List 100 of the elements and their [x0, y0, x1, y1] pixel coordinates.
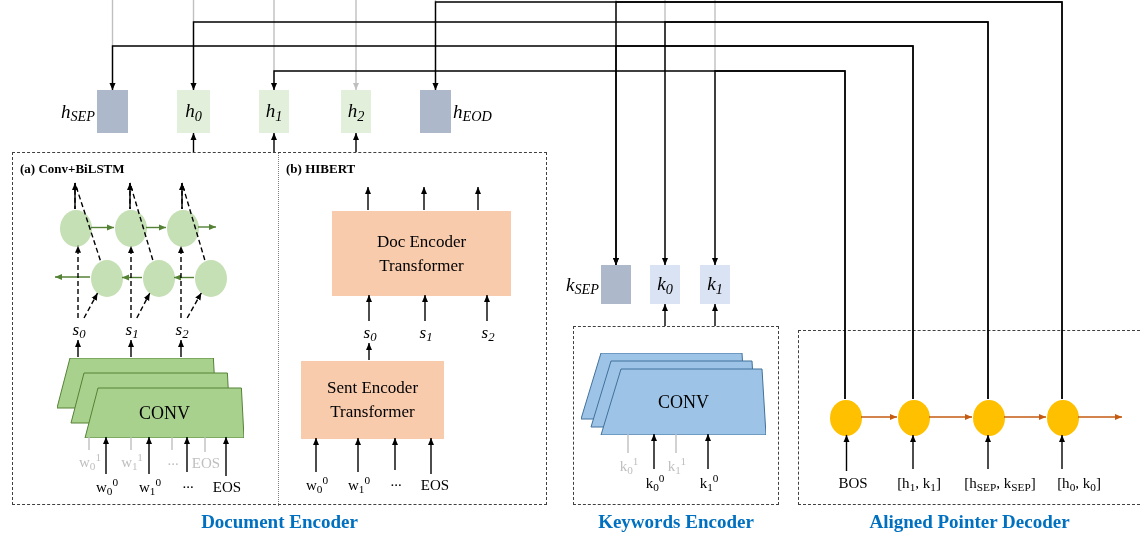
arrow [178, 339, 184, 358]
arrow [145, 224, 167, 231]
math-label: s$_{1}$ [125, 319, 139, 343]
decoder-cell [1047, 400, 1079, 436]
token-label: EOS [420, 475, 450, 495]
arrow [1003, 414, 1047, 420]
arrow [271, 132, 277, 153]
arrow [313, 437, 319, 473]
arrow [54, 274, 91, 280]
transformer-block [332, 211, 511, 296]
vector-label: h$_{2}$ [347, 99, 365, 126]
vector-box [650, 265, 680, 304]
token-label: [h$_{0}$, k$_{0}$] [1057, 473, 1101, 495]
arrow [651, 433, 657, 470]
decoder-cell [898, 400, 930, 436]
arrow [127, 182, 133, 210]
arrow [712, 70, 846, 400]
arrow [662, 303, 668, 327]
arrow [353, 132, 359, 153]
section-title: Aligned Pointer Decoder [868, 510, 1071, 534]
arrow [613, 1, 1063, 400]
block-label: Doc Encoder Transformer [375, 230, 468, 277]
arrow [355, 437, 361, 473]
dashed-arrow [178, 245, 184, 319]
arrow [985, 434, 991, 470]
section-title: Document Encoder [200, 510, 359, 534]
token-label: [h$_{SEP}$, k$_{SEP}$] [964, 473, 1036, 495]
arrow [197, 224, 217, 230]
connector-line [627, 433, 629, 454]
connector-line [171, 436, 173, 451]
vector-box [177, 90, 210, 133]
arrow [128, 339, 134, 358]
decoder-cell [830, 400, 862, 436]
vector-label: h$_{SEP}$ [60, 99, 95, 126]
dashed-arrow [128, 245, 134, 319]
lstm-cell [167, 210, 199, 247]
token-label: ... [182, 473, 194, 493]
math-label: s$_{2}$ [481, 322, 495, 346]
vector-box [341, 90, 371, 133]
vector-label: k$_{SEP}$ [566, 272, 599, 299]
vector-label: h$_{EOD}$ [453, 99, 492, 126]
token-label: EOS [191, 453, 221, 473]
arrow [1077, 414, 1123, 420]
connector-line [675, 433, 677, 454]
arrow [121, 274, 143, 281]
connector-line [88, 436, 90, 451]
transformer-block [301, 361, 444, 439]
conv-label: CONV [139, 401, 190, 425]
panel-title: (a) Conv+BiLSTM [20, 160, 125, 178]
arrow [392, 437, 398, 471]
arrow [366, 294, 372, 322]
arrow [928, 414, 973, 420]
dashed-arrow [186, 292, 202, 319]
lstm-cell [195, 260, 227, 297]
vector-label: k$_{1}$ [707, 272, 723, 299]
arrow [843, 434, 850, 472]
arrow [421, 186, 427, 211]
math-label: s$_{2}$ [175, 319, 189, 343]
arrow [184, 436, 190, 473]
arrow [484, 294, 490, 322]
token-label: ... [167, 450, 179, 470]
arrow [223, 436, 229, 477]
vector-label: k$_{0}$ [657, 272, 673, 299]
token-label: ... [390, 471, 402, 491]
arrow [910, 434, 916, 470]
lstm-cell [91, 260, 123, 297]
block-label: Sent Encoder Transformer [325, 377, 420, 423]
arrow [75, 339, 81, 358]
arrow [103, 436, 109, 475]
arrow [428, 437, 434, 475]
dashed-arrow [136, 292, 151, 319]
arrow [475, 186, 481, 211]
arrow [422, 294, 428, 322]
arrow [705, 433, 711, 470]
lstm-cell [115, 210, 147, 247]
arrow [90, 224, 115, 231]
arrow [365, 186, 371, 211]
arrow [173, 274, 195, 281]
arrow [190, 132, 197, 153]
decoder-cell [973, 400, 1005, 436]
token-label: EOS [212, 477, 242, 497]
arrow [366, 342, 372, 361]
vector-box [700, 265, 730, 304]
arrow [353, 0, 359, 91]
vector-label: h$_{0}$ [185, 99, 202, 126]
connector-line [204, 436, 206, 453]
dashed-arrow [83, 292, 99, 319]
math-label: s$_{0}$ [72, 319, 86, 343]
arrow [179, 182, 185, 210]
arrow [860, 414, 898, 420]
arrow [146, 436, 152, 475]
connector-line [130, 436, 132, 451]
arrow [712, 303, 718, 327]
section-title: Keywords Encoder [597, 510, 755, 534]
conv-label: CONV [658, 390, 709, 414]
lstm-cell [60, 210, 92, 247]
math-label: s$_{0}$ [363, 322, 377, 346]
token-label: [h$_{1}$, k$_{1}$] [897, 473, 941, 495]
dashed-arrow [75, 245, 81, 319]
arrow [72, 182, 78, 210]
